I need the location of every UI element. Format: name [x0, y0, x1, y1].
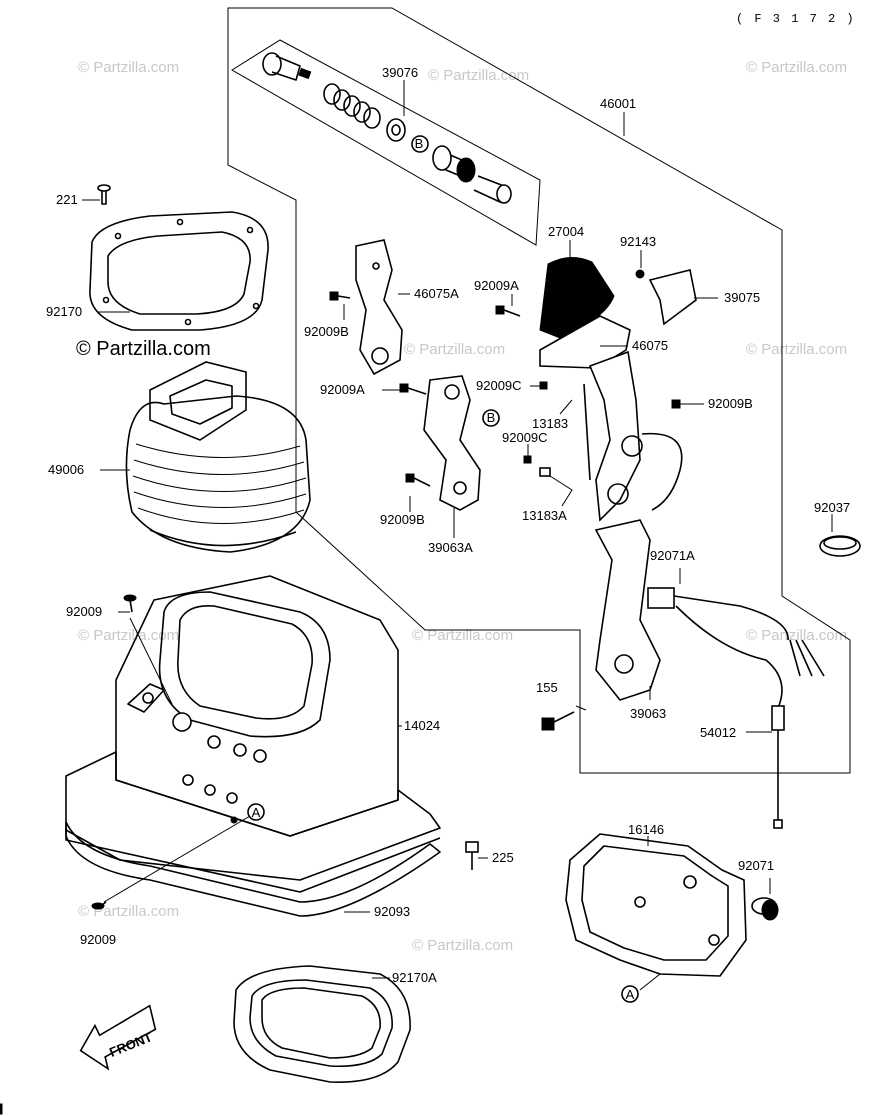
label-16146: 16146 — [628, 822, 664, 837]
label-92009B-left: 92009B — [304, 324, 349, 339]
clip-92037 — [819, 535, 861, 557]
callout-a-circle — [247, 803, 265, 821]
nut-92143 — [635, 269, 645, 279]
label-39075: 39075 — [724, 290, 760, 305]
corner-mark — [0, 1103, 3, 1115]
bolt-92009A-top — [495, 305, 521, 317]
callout-a: A — [626, 987, 635, 1002]
bolt-92009A-mid — [399, 383, 427, 395]
label-14024: 14024 — [404, 718, 440, 733]
bolt-225 — [465, 841, 479, 870]
gasket-92170 — [89, 211, 269, 331]
bracket-46075A — [355, 239, 403, 376]
screw-92009-top — [123, 594, 137, 613]
label-92170: 92170 — [46, 304, 82, 319]
label-92009B-right: 92009B — [708, 396, 753, 411]
watermark-main: © Partzilla.com — [76, 338, 211, 360]
watermark: © Partzilla.com — [412, 937, 513, 954]
coil-cable — [641, 432, 683, 511]
cover-39075 — [648, 269, 697, 326]
kit-outline-39076 — [231, 39, 541, 246]
bolt-92009B-right — [671, 399, 681, 409]
bolt-155 — [541, 711, 575, 731]
assembly-outline-46001 — [227, 7, 851, 774]
bolt-92009B-low — [405, 473, 431, 487]
pin-13183 — [583, 383, 591, 481]
label-92009C-a: 92009C — [476, 378, 522, 393]
watermark: © Partzilla.com — [428, 67, 529, 84]
base-plate-92093 — [65, 821, 441, 917]
label-13183A: 13183A — [522, 508, 567, 523]
callout-a: A — [252, 805, 261, 820]
label-27004: 27004 — [548, 224, 584, 239]
label-92093: 92093 — [374, 904, 410, 919]
screw-92009-low — [91, 901, 107, 910]
grommet-92071 — [751, 897, 779, 921]
watermark: © Partzilla.com — [746, 341, 847, 358]
label-92037: 92037 — [814, 500, 850, 515]
shaft-kit-39076 — [262, 52, 512, 204]
front-direction-arrow: FRONT — [79, 1004, 157, 1071]
gasket-92170A — [233, 965, 411, 1083]
label-92170A: 92170A — [392, 970, 437, 985]
label-39063A: 39063A — [428, 540, 473, 555]
label-39063: 39063 — [630, 706, 666, 721]
label-92009A-mid: 92009A — [320, 382, 365, 397]
label-92009-top: 92009 — [66, 604, 102, 619]
callout-a-circle — [621, 985, 639, 1003]
label-92009A-top: 92009A — [474, 278, 519, 293]
watermark: © Partzilla.com — [746, 59, 847, 76]
bolt-92009C-a — [539, 381, 548, 390]
label-54012: 54012 — [700, 725, 736, 740]
boot-49006 — [125, 361, 311, 553]
housing-14024 — [65, 575, 441, 893]
label-46001: 46001 — [600, 96, 636, 111]
label-92009-low: 92009 — [80, 932, 116, 947]
arm-39063 — [594, 519, 675, 701]
arm-39063A — [423, 375, 500, 511]
label-46075: 46075 — [632, 338, 668, 353]
label-92071: 92071 — [738, 858, 774, 873]
label-39076: 39076 — [382, 65, 418, 80]
label-13183: 13183 — [532, 416, 568, 431]
screw-221 — [97, 184, 111, 205]
harness-54012 — [673, 595, 825, 829]
label-92009C-b: 92009C — [502, 430, 548, 445]
watermark: © Partzilla.com — [78, 59, 179, 76]
label-92143: 92143 — [620, 234, 656, 249]
part-labels: 39076 46001 221 92170 27004 92143 92009A… — [46, 65, 850, 985]
callout-b: B — [415, 136, 424, 151]
label-46075A: 46075A — [414, 286, 459, 301]
watermark: © Partzilla.com — [78, 627, 179, 644]
label-225: 225 — [492, 850, 514, 865]
bolt-92009B-left — [329, 291, 351, 301]
label-92009B-low: 92009B — [380, 512, 425, 527]
watermark: © Partzilla.com — [412, 627, 513, 644]
watermark: © Partzilla.com — [404, 341, 505, 358]
label-221: 221 — [56, 192, 78, 207]
label-155: 155 — [536, 680, 558, 695]
bolt-92009C-b — [523, 455, 532, 464]
cover-16146 — [565, 833, 747, 977]
callout-b: B — [487, 410, 496, 425]
label-49006: 49006 — [48, 462, 84, 477]
clip-13183A — [539, 467, 551, 477]
handle-46075 — [539, 315, 643, 522]
label-92071A: 92071A — [650, 548, 695, 563]
leader-lines — [82, 80, 833, 991]
figure-code: ( F 3 1 7 2 ) — [736, 12, 856, 26]
watermark: © Partzilla.com — [746, 627, 847, 644]
